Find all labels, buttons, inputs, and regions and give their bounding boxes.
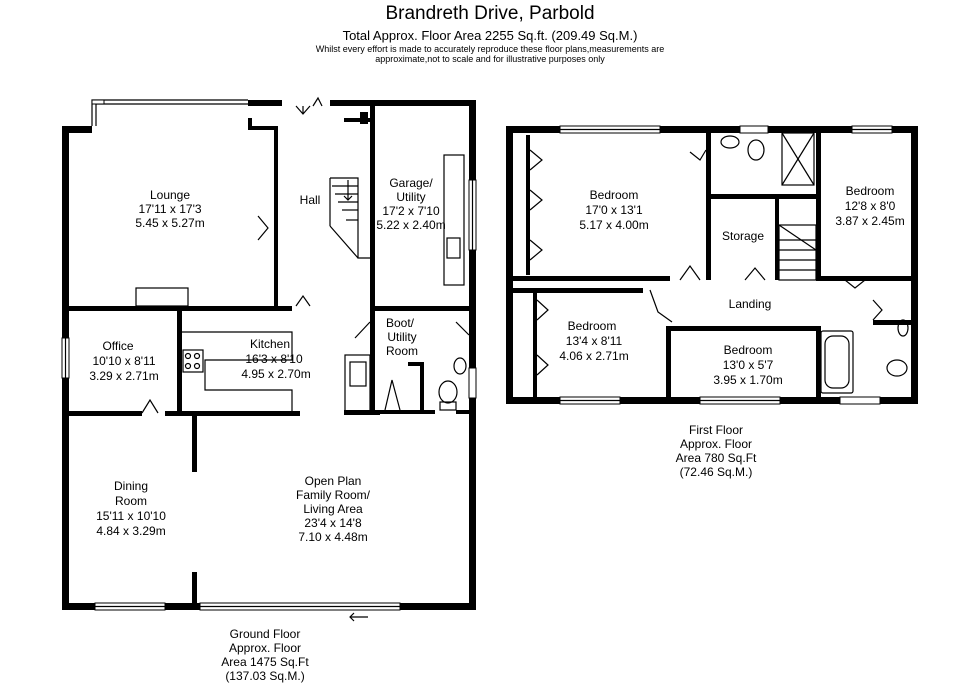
- bedroom1-label: Bedroom: [590, 188, 639, 202]
- garage-imperial: 17'2 x 7'10: [382, 204, 440, 218]
- ff-shower: [781, 132, 815, 186]
- garage-label-2: Utility: [396, 190, 425, 204]
- office-label: Office: [102, 339, 133, 353]
- gf-lounge-fireplace: [135, 287, 189, 307]
- ff-west-wall: [506, 126, 513, 404]
- dining-imperial: 15'11 x 10'10: [96, 509, 166, 523]
- ff-north-wall: [506, 126, 918, 133]
- family-room-label-2: Family Room/: [296, 488, 371, 502]
- gf-dining-divider-wall: [192, 416, 197, 472]
- dining-metric: 4.84 x 3.29m: [96, 524, 165, 538]
- disclaimer-line-2: approximate,not to scale and for illustr…: [375, 54, 605, 64]
- family-room-label-3: Living Area: [303, 502, 363, 516]
- ground-floor-caption-3: Area 1475 Sq.Ft: [221, 655, 309, 669]
- ff-ensuite-toilet: [886, 359, 908, 377]
- ff-east-wall: [911, 126, 918, 404]
- gf-garage-west-wall: [370, 100, 375, 340]
- ff-bedroom2-south-wall: [816, 276, 911, 281]
- ff-landing-south-wall: [670, 326, 820, 331]
- ground-floor-plan: Lounge 17'11 x 17'3 5.45 x 5.27m Hall Ga…: [61, 96, 477, 683]
- gf-wc-toilet: [438, 380, 458, 404]
- boot-room-label-3: Room: [386, 344, 418, 358]
- ff-bathroom-west-wall: [706, 126, 711, 198]
- first-floor-caption-2: Approx. Floor: [680, 437, 752, 451]
- ff-bathroom-south-wall: [706, 194, 821, 199]
- gf-lounge-east-wall: [274, 126, 278, 306]
- gf-garage-south-wall: [375, 306, 476, 311]
- storage-label: Storage: [722, 229, 764, 243]
- ff-bedroom2-west-wall: [816, 126, 821, 280]
- kitchen-metric: 4.95 x 2.70m: [241, 367, 310, 381]
- bedroom2-imperial: 12'8 x 8'0: [845, 199, 896, 213]
- office-metric: 3.29 x 2.71m: [89, 369, 158, 383]
- boot-room-label-2: Utility: [387, 330, 416, 344]
- ff-bedroom3-wardrobes: [536, 299, 549, 376]
- first-floor-caption-1: First Floor: [689, 423, 743, 437]
- garage-metric: 5.22 x 2.40m: [376, 218, 445, 232]
- bedroom4-imperial: 13'0 x 5'7: [723, 358, 774, 372]
- ff-bathroom-basin: [720, 135, 740, 149]
- gf-wc-basin: [453, 357, 467, 375]
- gf-kitchen-hob: [182, 349, 204, 373]
- family-room-imperial: 23'4 x 14'8: [304, 516, 362, 530]
- bedroom4-label: Bedroom: [724, 343, 773, 357]
- ff-bedroom1-wardrobes: [529, 149, 543, 261]
- ff-bath: [820, 330, 854, 394]
- plan-title: Brandreth Drive, Parbold: [385, 3, 595, 24]
- bedroom4-metric: 3.95 x 1.70m: [713, 373, 782, 387]
- hall-label: Hall: [300, 193, 321, 207]
- office-imperial: 10'10 x 8'11: [92, 354, 155, 368]
- first-floor-plan: Bedroom 17'0 x 13'1 5.17 x 4.00m Bedroom…: [506, 125, 918, 479]
- gf-office-door: [141, 398, 159, 414]
- disclaimer-line-1: Whilst every effort is made to accuratel…: [315, 44, 665, 54]
- bedroom1-metric: 5.17 x 4.00m: [579, 218, 648, 232]
- total-area-subtitle: Total Approx. Floor Area 2255 Sq.ft. (20…: [342, 28, 638, 43]
- bedroom3-metric: 4.06 x 2.71m: [559, 349, 628, 363]
- bedroom1-imperial: 17'0 x 13'1: [585, 203, 643, 217]
- gf-utility-sink: [349, 361, 367, 387]
- bedroom2-label: Bedroom: [846, 184, 895, 198]
- ff-ensuite-basin: [897, 319, 909, 337]
- lounge-imperial: 17'11 x 17'3: [138, 202, 201, 216]
- bedroom3-imperial: 13'4 x 8'11: [566, 334, 623, 348]
- landing-label: Landing: [729, 297, 772, 311]
- ground-floor-caption-2: Approx. Floor: [229, 641, 301, 655]
- dining-label: Dining: [114, 479, 148, 493]
- gf-boot-room-west-wall: [370, 338, 375, 415]
- first-floor-caption-4: (72.46 Sq.M.): [680, 465, 753, 479]
- gf-office-south-wall: [62, 411, 142, 416]
- gf-garage-sink: [446, 237, 461, 259]
- gf-hall-north-wall: [248, 100, 282, 106]
- gf-wc-wall: [420, 362, 424, 414]
- family-room-label: Open Plan: [305, 474, 362, 488]
- first-floor-caption-3: Area 780 Sq.Ft: [676, 451, 757, 465]
- gf-north-wall-left: [62, 126, 92, 133]
- lounge-label: Lounge: [150, 188, 190, 202]
- garage-label: Garage/: [389, 176, 433, 190]
- ff-bedroom4-west-wall: [666, 326, 671, 401]
- boot-room-label: Boot/: [386, 316, 415, 330]
- gf-kitchen-south-wall: [182, 411, 300, 416]
- gf-staircase: [330, 177, 370, 259]
- kitchen-label: Kitchen: [250, 337, 290, 351]
- ground-floor-caption-1: Ground Floor: [230, 627, 301, 641]
- ground-floor-caption-4: (137.03 Sq.M.): [225, 669, 304, 683]
- bedroom3-label: Bedroom: [568, 319, 617, 333]
- family-room-metric: 7.10 x 4.48m: [298, 530, 367, 544]
- ff-staircase: [778, 224, 817, 281]
- lounge-metric: 5.45 x 5.27m: [135, 216, 204, 230]
- dining-label-2: Room: [115, 494, 147, 508]
- bedroom2-metric: 3.87 x 2.45m: [835, 214, 904, 228]
- kitchen-imperial: 16'3 x 8'10: [245, 352, 303, 366]
- ff-bathroom-toilet: [747, 139, 765, 161]
- gf-office-east-wall: [177, 306, 182, 414]
- gf-garage-north-wall: [330, 100, 476, 106]
- gf-east-wall: [469, 100, 476, 610]
- ff-bedroom1-south-wall: [513, 276, 670, 281]
